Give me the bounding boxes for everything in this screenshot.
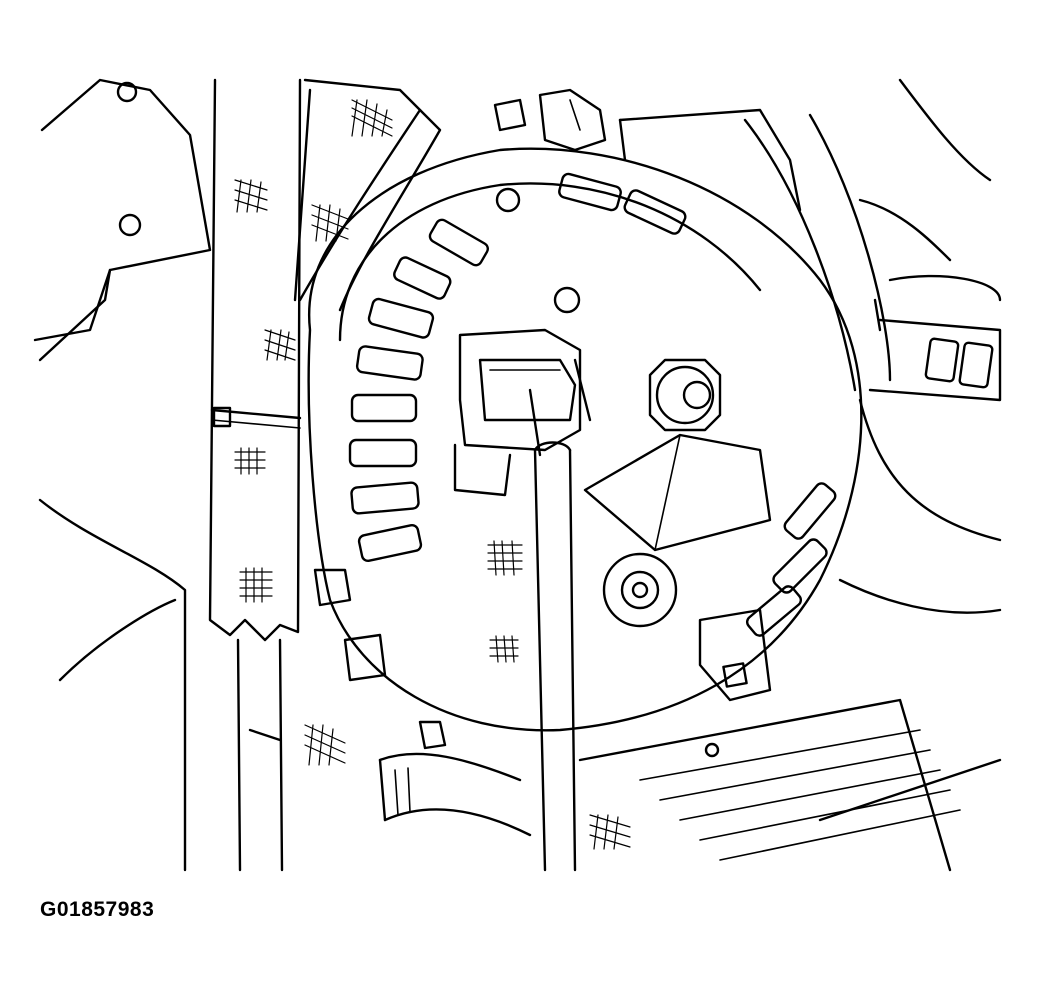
- alternator: [307, 88, 863, 732]
- engine-block: [578, 698, 1002, 872]
- wiring-harness-pillar: [208, 78, 302, 872]
- figure-id: G01857983: [40, 898, 155, 921]
- main-cable: [528, 358, 592, 872]
- hatch-marks: [234, 99, 631, 850]
- hose-and-clamp: [378, 720, 532, 837]
- belt-and-pulley: [743, 113, 1002, 614]
- harness-wrap: [293, 78, 442, 312]
- ventilation-slots: [348, 172, 837, 637]
- engine-bay-line-drawing: [33, 78, 1002, 872]
- upper-components: [618, 78, 992, 262]
- body-panel: [33, 78, 212, 872]
